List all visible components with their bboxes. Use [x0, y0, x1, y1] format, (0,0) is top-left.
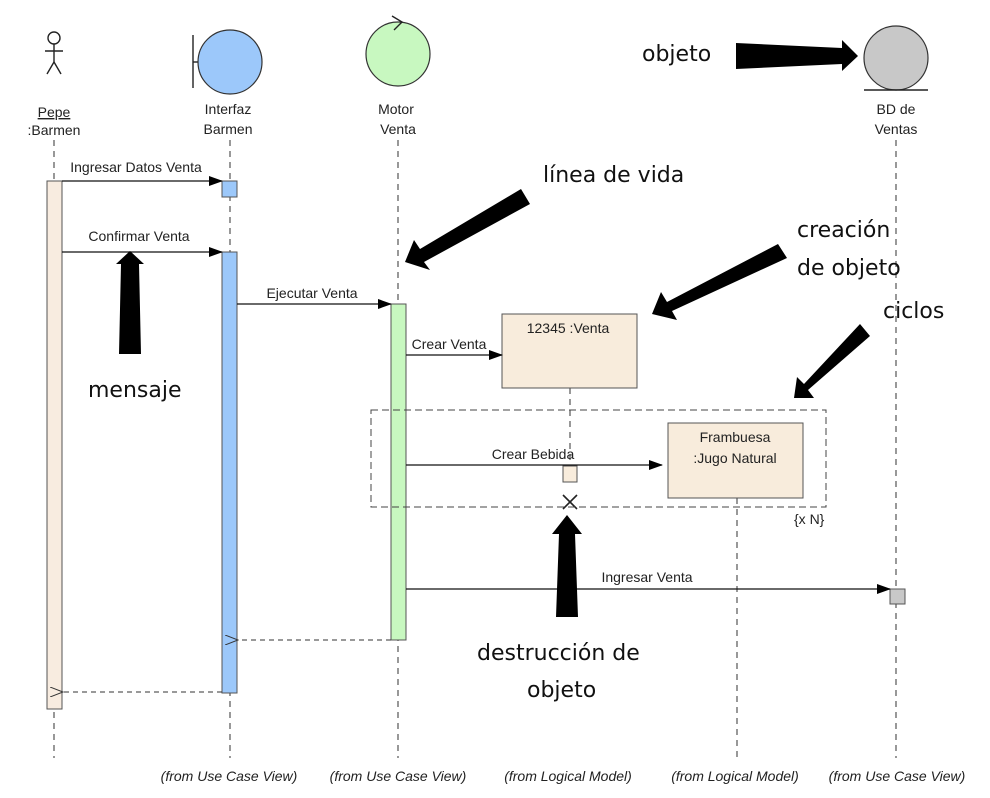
control-circle — [365, 21, 431, 87]
boundary-label-2: Barmen — [203, 121, 252, 137]
entity-bd-ventas: BD de Ventas — [863, 25, 929, 137]
annotation-creacion-2: de objeto — [797, 256, 901, 281]
control-label-1: Motor — [378, 101, 414, 117]
footer-1: (from Use Case View) — [161, 768, 298, 784]
activation-entity — [889, 588, 906, 605]
actor-pepe: Pepe :Barmen — [28, 31, 81, 138]
message-ejecutar-label: Ejecutar Venta — [266, 285, 357, 301]
object-bebida-label-2: :Jugo Natural — [693, 450, 776, 466]
object-bebida-box — [667, 422, 804, 499]
mensaje-pointer-arrow-icon — [116, 251, 144, 354]
object-venta: 12345 :Venta — [501, 313, 638, 389]
object-venta-box — [501, 313, 638, 389]
annotation-creacion-1: creación — [797, 218, 890, 243]
linea-vida-pointer-arrow-icon — [405, 189, 530, 270]
stick-figure-icon — [45, 31, 63, 75]
loop-label: {x N} — [794, 511, 825, 527]
message-crear-bebida-label: Crear Bebida — [492, 446, 575, 462]
annotation-destruccion-1: destrucción de — [477, 641, 640, 666]
footer-3: (from Logical Model) — [504, 768, 632, 784]
annotations: objeto línea de vida creación de objeto … — [88, 40, 944, 703]
entity-icon — [863, 25, 929, 91]
activation-boundary-2 — [221, 251, 238, 694]
objeto-pointer-arrow-icon — [736, 40, 858, 71]
annotation-linea-vida: línea de vida — [543, 163, 684, 188]
message-crear-venta-label: Crear Venta — [412, 336, 487, 352]
object-venta-label: 12345 :Venta — [527, 320, 610, 336]
entity-circle — [863, 25, 929, 91]
messages: Ingresar Datos Venta Confirmar Venta Eje… — [62, 159, 891, 692]
creacion-pointer-arrow-icon — [652, 244, 787, 320]
activations — [46, 180, 906, 710]
boundary-circle — [197, 29, 263, 95]
activation-actor — [46, 180, 63, 710]
message-confirmar-label: Confirmar Venta — [88, 228, 189, 244]
activation-boundary-1 — [221, 180, 238, 198]
boundary-icon — [192, 29, 263, 95]
activation-venta — [562, 465, 578, 483]
entity-label-1: BD de — [877, 101, 916, 117]
footer-2: (from Use Case View) — [330, 768, 467, 784]
message-ingresar-datos-label: Ingresar Datos Venta — [70, 159, 202, 175]
annotation-ciclos: ciclos — [883, 299, 944, 324]
actor-name: Pepe — [38, 104, 71, 120]
control-motor-venta: Motor Venta — [365, 15, 431, 137]
destruccion-pointer-arrow-icon — [552, 515, 582, 617]
annotation-destruccion-2: objeto — [527, 678, 596, 703]
control-icon — [365, 15, 431, 87]
object-bebida: Frambuesa :Jugo Natural — [667, 422, 804, 499]
object-bebida-label-1: Frambuesa — [700, 429, 771, 445]
boundary-label-1: Interfaz — [205, 101, 252, 117]
footer-5: (from Use Case View) — [829, 768, 966, 784]
boundary-interfaz-barmen: Interfaz Barmen — [192, 29, 263, 137]
loop-frame: {x N} — [370, 409, 827, 527]
annotation-objeto: objeto — [642, 42, 711, 67]
entity-label-2: Ventas — [875, 121, 918, 137]
ciclos-pointer-arrow-icon — [794, 324, 870, 398]
control-label-2: Venta — [380, 121, 416, 137]
footers: (from Use Case View) (from Use Case View… — [161, 768, 966, 784]
activation-control — [390, 303, 407, 641]
footer-4: (from Logical Model) — [671, 768, 799, 784]
actor-role: :Barmen — [28, 122, 81, 138]
annotation-mensaje: mensaje — [88, 378, 182, 403]
message-ingresar-venta-label: Ingresar Venta — [601, 569, 692, 585]
